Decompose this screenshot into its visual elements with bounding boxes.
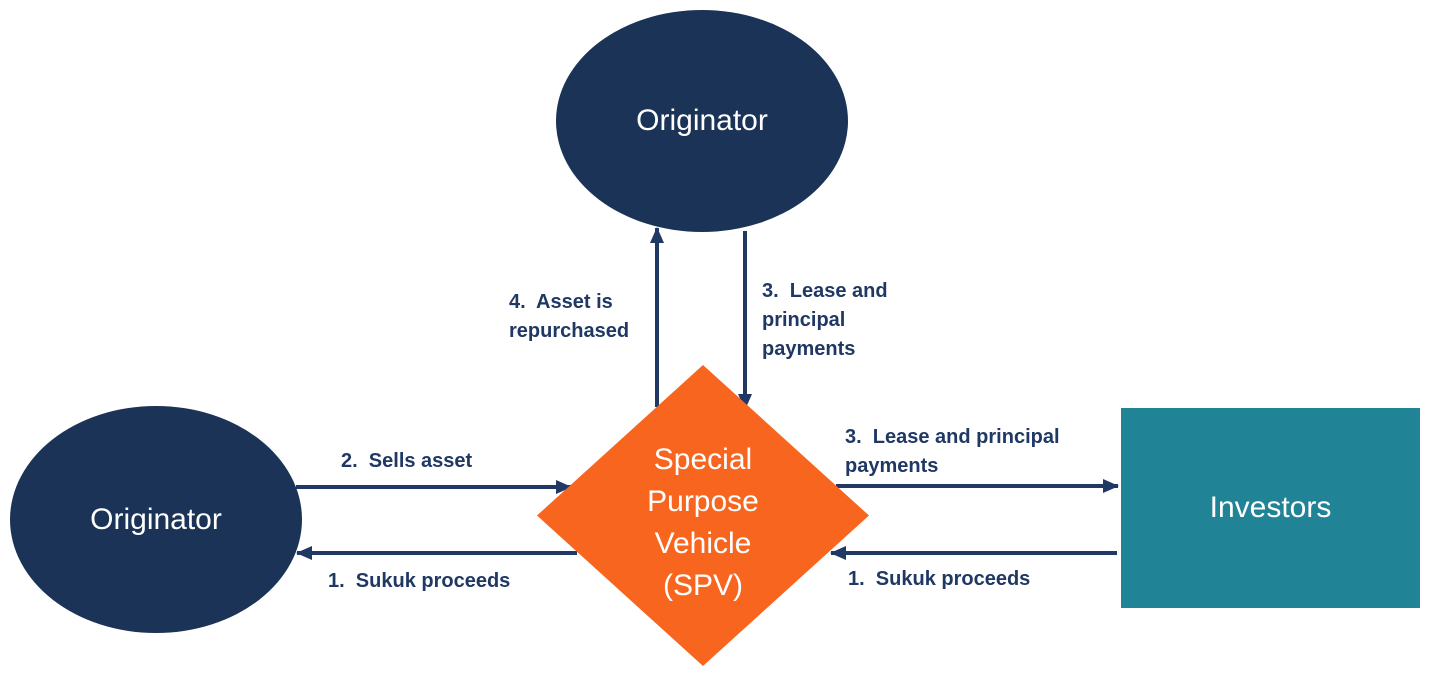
spv-label-line-1: Special	[653, 442, 753, 476]
edge-label-sukuk-proceeds-right: 1. Sukuk proceeds	[848, 568, 1031, 590]
node-investors-label: Investors	[1209, 491, 1332, 524]
node-originator-left: Originator	[10, 406, 302, 633]
edge-label-sukuk-proceeds-left: 1. Sukuk proceeds	[328, 570, 511, 592]
edge-label-lease-payments-down: 3. Lease and principal payments	[762, 280, 894, 360]
node-spv-label: Special Purpose Vehicle (SPV)	[647, 439, 759, 607]
node-investors: Investors	[1121, 408, 1420, 608]
edge-label-lease-payments-right: 3. Lease and principal payments	[845, 426, 1066, 477]
edge-label-asset-repurchased: 4. Asset is repurchased	[509, 291, 630, 342]
node-spv: Special Purpose Vehicle (SPV)	[537, 365, 869, 666]
spv-label-line-4: (SPV)	[662, 568, 743, 602]
spv-label-line-3: Vehicle	[654, 526, 752, 560]
edge-label-sells-asset: 2. Sells asset	[341, 450, 473, 472]
spv-label-line-2: Purpose	[647, 484, 759, 518]
node-originator-left-label: Originator	[90, 502, 222, 536]
node-originator-top: Originator	[556, 10, 848, 232]
node-originator-top-label: Originator	[636, 104, 768, 137]
